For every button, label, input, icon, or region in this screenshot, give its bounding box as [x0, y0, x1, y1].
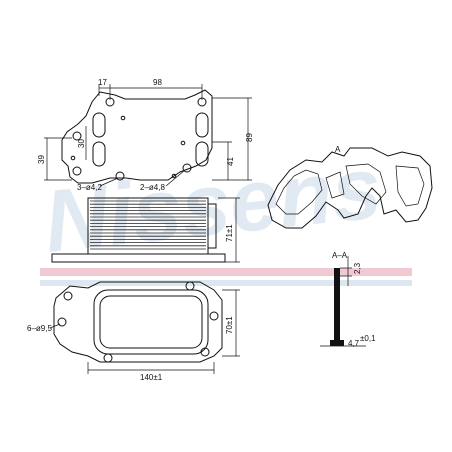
- leader-line: [165, 169, 186, 187]
- bolt-hole: [103, 353, 113, 363]
- section-dim-bottom: 4,7: [348, 339, 360, 348]
- top-view-outline: [61, 89, 213, 184]
- section-profile: [334, 268, 340, 346]
- mount-hole: [72, 131, 82, 141]
- bottom-hole-label: 6–ø9,5: [27, 324, 52, 333]
- slot-hole: [92, 141, 106, 167]
- gasket-inner-loop: [395, 165, 425, 207]
- dim-left: 39: [37, 155, 46, 164]
- dim-inner-right: 41: [226, 157, 235, 166]
- side-dim-height: 71±1: [225, 224, 234, 242]
- hole-large-label: 2–ø4,8: [140, 183, 165, 192]
- side-view: 71±1: [51, 197, 240, 263]
- slot-hole: [195, 141, 209, 167]
- section-foot: [330, 340, 344, 346]
- bolt-hole: [185, 281, 195, 291]
- bolt-hole: [57, 317, 67, 327]
- section-tolerance: ±0,1: [360, 334, 376, 343]
- section-marker: A: [335, 145, 341, 154]
- slot-hole: [92, 112, 106, 138]
- dim-width: 98: [153, 78, 162, 87]
- top-view: 98 17 89 41 39 30 3–ø4,2 2–ø4,8: [37, 78, 254, 192]
- bottom-outline: [53, 281, 223, 363]
- bolt-hole: [63, 291, 73, 301]
- watermark-band-blue: [40, 280, 412, 286]
- end-cap: [207, 203, 217, 249]
- dim-inner: 30: [77, 139, 86, 148]
- bolt-hole: [209, 311, 219, 321]
- bolt-hole: [200, 347, 210, 357]
- mount-hole: [115, 171, 125, 181]
- bottom-dim-height: 70±1: [225, 316, 234, 334]
- pin-hole: [120, 115, 126, 121]
- leader-line: [49, 323, 61, 329]
- cooling-fins: [90, 200, 206, 250]
- hole-small-label: 3–ø4,2: [77, 183, 102, 192]
- section-view: A–A 2,3 4,7 ±0,1: [320, 251, 376, 348]
- gasket-inner-loop: [275, 169, 323, 215]
- dim-height-right: 89: [245, 133, 254, 142]
- leader-line: [99, 177, 119, 187]
- mount-hole: [182, 163, 192, 173]
- gasket-inner-loop: [345, 163, 387, 205]
- gasket-view: A: [267, 145, 433, 229]
- bottom-dim-width: 140±1: [140, 373, 163, 382]
- pin-hole: [180, 140, 186, 146]
- gasket-outer: [93, 289, 209, 355]
- slot-hole: [195, 112, 209, 138]
- watermark-band-pink: [40, 268, 412, 276]
- dim-offset: 17: [98, 78, 107, 87]
- section-label: A–A: [332, 251, 348, 260]
- gasket-outer-profile: [267, 147, 433, 229]
- gasket-inner-loop: [325, 171, 345, 199]
- section-dim-top: 2,3: [353, 262, 362, 274]
- mount-hole: [72, 166, 82, 176]
- pin-hole: [70, 155, 76, 161]
- bottom-view: 140±1 70±1 6–ø9,5: [27, 281, 240, 382]
- gasket-inner: [99, 295, 203, 349]
- pin-hole: [171, 173, 177, 179]
